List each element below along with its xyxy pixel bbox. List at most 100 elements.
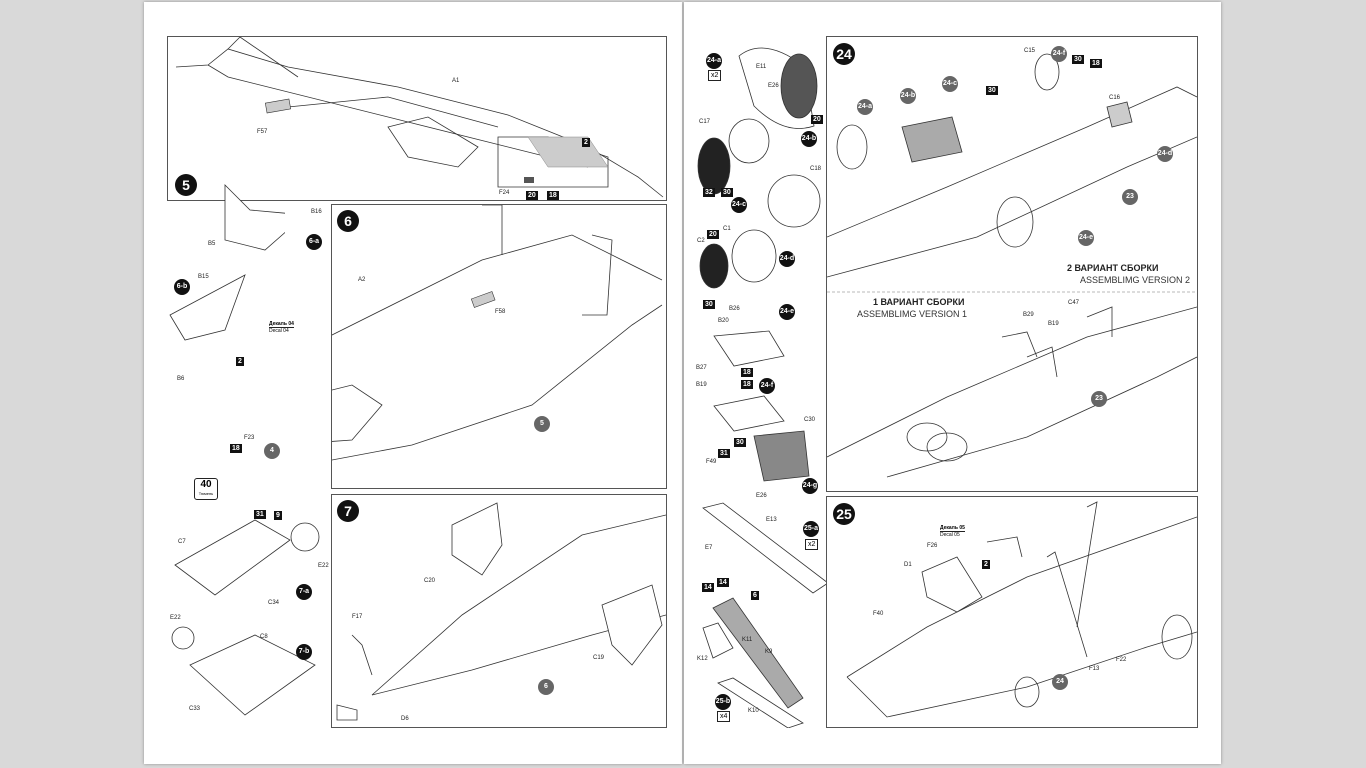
glue-amount: 40 [200, 479, 212, 490]
part-label: B26 [729, 306, 740, 312]
decal-star: 31 [718, 449, 730, 458]
step-number-badge: 6 [337, 210, 359, 232]
decal-star: 20 [526, 191, 538, 200]
part-label: B19 [1048, 321, 1059, 327]
part-label: F58 [495, 309, 506, 315]
wheels-drawing [697, 47, 821, 482]
part-label: E11 [756, 64, 767, 70]
callout-circle: 23 [1122, 189, 1138, 205]
sub-step-badge: 25-b [715, 694, 731, 710]
fuselage-right-drawing [332, 205, 663, 461]
part-label: E22 [170, 615, 181, 621]
decal-star: 18 [547, 191, 559, 200]
sub-step-badge: 25-a [803, 521, 819, 537]
part-label: A1 [452, 78, 460, 84]
decal-en: Decal 05 [940, 531, 965, 538]
part-label: B20 [718, 318, 729, 324]
decal-star: 30 [721, 188, 733, 197]
decal-star: 18 [230, 444, 242, 453]
part-thumb: 24-c [942, 76, 958, 92]
part-label: B15 [198, 274, 209, 280]
decal-star: 32 [703, 188, 715, 197]
part-label: F57 [257, 129, 268, 135]
decal-star: 6 [751, 591, 759, 600]
part-label: F17 [352, 614, 363, 620]
sub-step-badge: 24-b [801, 131, 817, 147]
part-label: K11 [742, 637, 753, 643]
step-6-panel: A2 F58 5 6 [331, 204, 667, 489]
part-label: E26 [756, 493, 767, 499]
fuselage-left-drawing [175, 37, 664, 198]
part-label: C17 [699, 119, 711, 125]
callout-circle: 4 [264, 443, 280, 459]
part-thumb: 24-e [1078, 230, 1094, 246]
part-thumb: 24-d [1157, 146, 1173, 162]
sub-step-badge: 24-e [779, 304, 795, 320]
part-thumb: 24-b [900, 88, 916, 104]
aircraft-nose-top-drawing [846, 501, 1197, 718]
part-label: C33 [189, 706, 201, 712]
decal-star: 9 [274, 511, 282, 520]
sub-step-badge: 24-d [779, 251, 795, 267]
part-label: C16 [1109, 95, 1121, 101]
pylons-drawing [702, 502, 828, 728]
step-number-badge: 7 [337, 500, 359, 522]
version-1-subtitle: ASSEMBLIMG VERSION 1 [857, 309, 968, 319]
decal-label: Декаль 05 Decal 05 [940, 525, 965, 538]
decal-star: 18 [741, 368, 753, 377]
decal-ru: Декаль 05 [940, 525, 965, 531]
part-label: E22 [318, 563, 329, 569]
part-thumb: 24-f [1051, 46, 1067, 62]
decal-star: 20 [811, 115, 823, 124]
decal-star: 20 [707, 230, 719, 239]
glue-indicator: 40 Тюмень [194, 478, 218, 500]
glue-unit: Тюмень [198, 491, 214, 496]
part-label: K10 [748, 708, 759, 714]
callout-circle: 24 [1052, 674, 1068, 690]
part-label: C2 [697, 238, 705, 244]
callout-circle: 23 [1091, 391, 1107, 407]
part-label: F40 [873, 611, 884, 617]
sub-step-badge: 7-a [296, 584, 312, 600]
part-label: B16 [311, 209, 322, 215]
decal-en: Decal 04 [269, 327, 294, 334]
part-label: K12 [697, 656, 708, 662]
part-label: C8 [260, 634, 268, 640]
decal-star: 30 [986, 86, 998, 95]
decal-star: 18 [741, 380, 753, 389]
sub-step-badge: 24-f [759, 378, 775, 394]
part-label: F13 [1089, 666, 1100, 672]
decal-ru: Декаль 04 [269, 321, 294, 327]
aircraft-underside-drawing [827, 53, 1197, 478]
part-label: C47 [1068, 300, 1080, 306]
quantity-box: x2 [805, 539, 819, 550]
step-25-panel: 25 Декаль 05 Decal 05 D1 F26 2 F40 F13 F… [826, 496, 1198, 728]
decal-star: 18 [1090, 59, 1102, 68]
part-label: D1 [904, 562, 912, 568]
decal-star: 30 [1072, 55, 1084, 64]
quantity-box: x4 [717, 711, 731, 722]
part-label: F24 [499, 190, 510, 196]
part-label: F22 [1116, 657, 1127, 663]
decal-label: Декаль 04 Decal 04 [269, 321, 294, 334]
part-label: B6 [177, 376, 185, 382]
part-label: E7 [705, 545, 713, 551]
decal-star: 2 [982, 560, 990, 569]
callout-circle: 6 [538, 679, 554, 695]
part-label: F49 [706, 459, 717, 465]
decal-star: 31 [254, 510, 266, 519]
version-2-subtitle: ASSEMBLIMG VERSION 2 [1080, 275, 1191, 285]
part-label: B19 [696, 382, 707, 388]
decal-star: 2 [582, 138, 590, 147]
sub-step-badge: 7-b [296, 644, 312, 660]
decal-star: 30 [703, 300, 715, 309]
step-5-panel: A1 F57 F24 2 20 18 5 [167, 36, 667, 201]
part-label: F26 [927, 543, 938, 549]
decal-star: 14 [717, 578, 729, 587]
version-1-title: 1 ВАРИАНТ СБОРКИ [873, 297, 965, 307]
part-label: C19 [593, 655, 605, 661]
nose-section-drawing [336, 502, 666, 721]
quantity-box: x2 [708, 70, 722, 81]
version-2-title: 2 ВАРИАНТ СБОРКИ [1067, 263, 1159, 273]
part-label: A2 [358, 277, 366, 283]
